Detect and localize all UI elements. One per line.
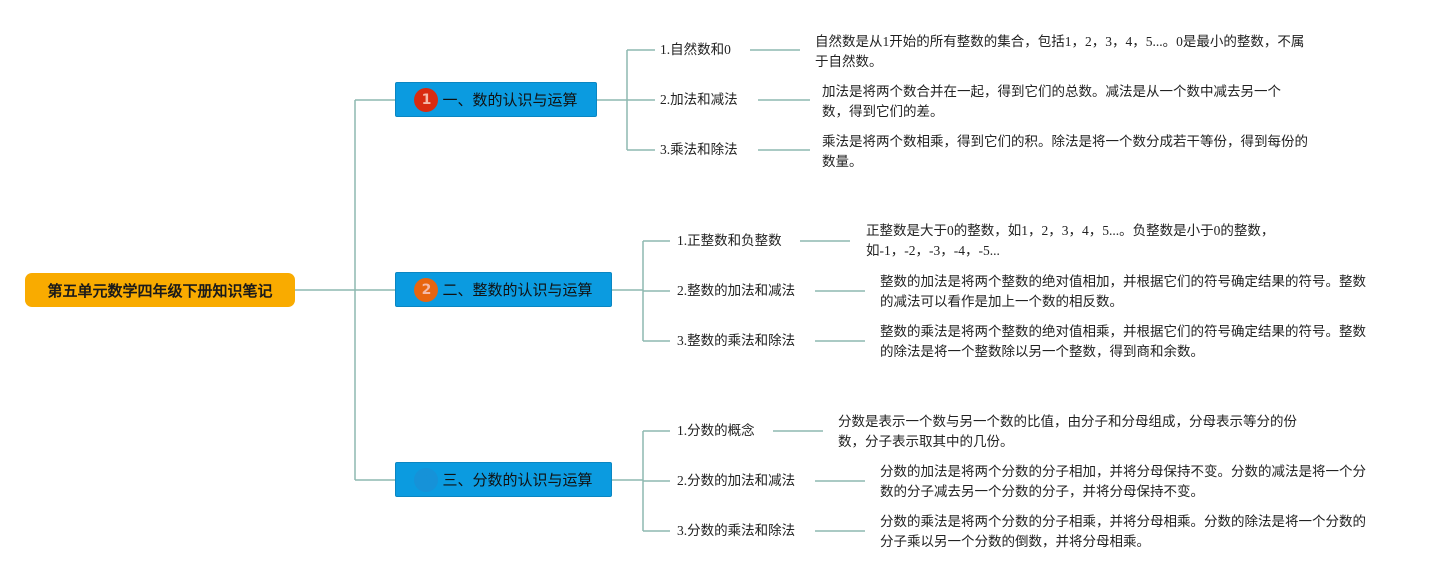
branch-topic-1[interactable]: 1 一、数的认识与运算 (395, 82, 597, 117)
subtopic-description[interactable]: 分数是表示一个数与另一个数的比值，由分子和分母组成，分母表示等分的份数，分子表示… (838, 414, 1297, 449)
root-topic[interactable]: 第五单元数学四年级下册知识笔记 (25, 273, 295, 307)
subtopic[interactable]: 2.加法和减法 (660, 92, 738, 107)
subtopic-description[interactable]: 自然数是从1开始的所有整数的集合，包括1，2，3，4，5...。0是最小的整数，… (815, 34, 1305, 69)
subtopic[interactable]: 3.整数的乘法和除法 (677, 333, 796, 348)
subtopic-description[interactable]: 乘法是将两个数相乘，得到它们的积。除法是将一个数分成若干等份，得到每份的数量。 (822, 134, 1308, 169)
subtopic-description[interactable]: 整数的乘法是将两个整数的绝对值相乘，并根据它们的符号确定结果的符号。整数的除法是… (880, 324, 1366, 359)
priority-1-icon: 1 (414, 87, 439, 112)
branch-label: 一、数的认识与运算 (442, 91, 578, 109)
branch-label: 三、分数的认识与运算 (442, 471, 593, 489)
root-topic-label: 第五单元数学四年级下册知识笔记 (47, 281, 273, 300)
subtopic-description[interactable]: 分数的乘法是将两个分数的分子相乘，并将分母相乘。分数的除法是将一个分数的分子乘以… (880, 514, 1366, 549)
subtopic[interactable]: 3.分数的乘法和除法 (677, 523, 796, 538)
subtopic[interactable]: 2.分数的加法和减法 (677, 473, 796, 488)
subtopic[interactable]: 2.整数的加法和减法 (677, 283, 796, 298)
priority-3-icon: 3 (414, 467, 439, 492)
subtopic[interactable]: 1.正整数和负整数 (677, 233, 782, 248)
subtopic-description[interactable]: 正整数是大于0的整数，如1，2，3，4，5...。负整数是小于0的整数，如-1，… (866, 223, 1275, 258)
subtopic-description[interactable]: 加法是将两个数合并在一起，得到它们的总数。减法是从一个数中减去另一个数，得到它们… (822, 84, 1281, 119)
branch-topic-3[interactable]: 3 三、分数的认识与运算 (395, 462, 612, 497)
priority-2-icon: 2 (414, 277, 439, 302)
branch-label: 二、整数的认识与运算 (442, 281, 593, 299)
subtopic[interactable]: 3.乘法和除法 (660, 142, 738, 157)
subtopic-description[interactable]: 分数的加法是将两个分数的分子相加，并将分母保持不变。分数的减法是将一个分数的分子… (880, 464, 1366, 499)
branch-topic-2[interactable]: 2 二、整数的认识与运算 (395, 272, 612, 307)
subtopic[interactable]: 1.分数的概念 (677, 423, 755, 438)
subtopic-description[interactable]: 整数的加法是将两个整数的绝对值相加，并根据它们的符号确定结果的符号。整数的减法可… (880, 274, 1366, 309)
subtopic[interactable]: 1.自然数和0 (660, 42, 731, 57)
